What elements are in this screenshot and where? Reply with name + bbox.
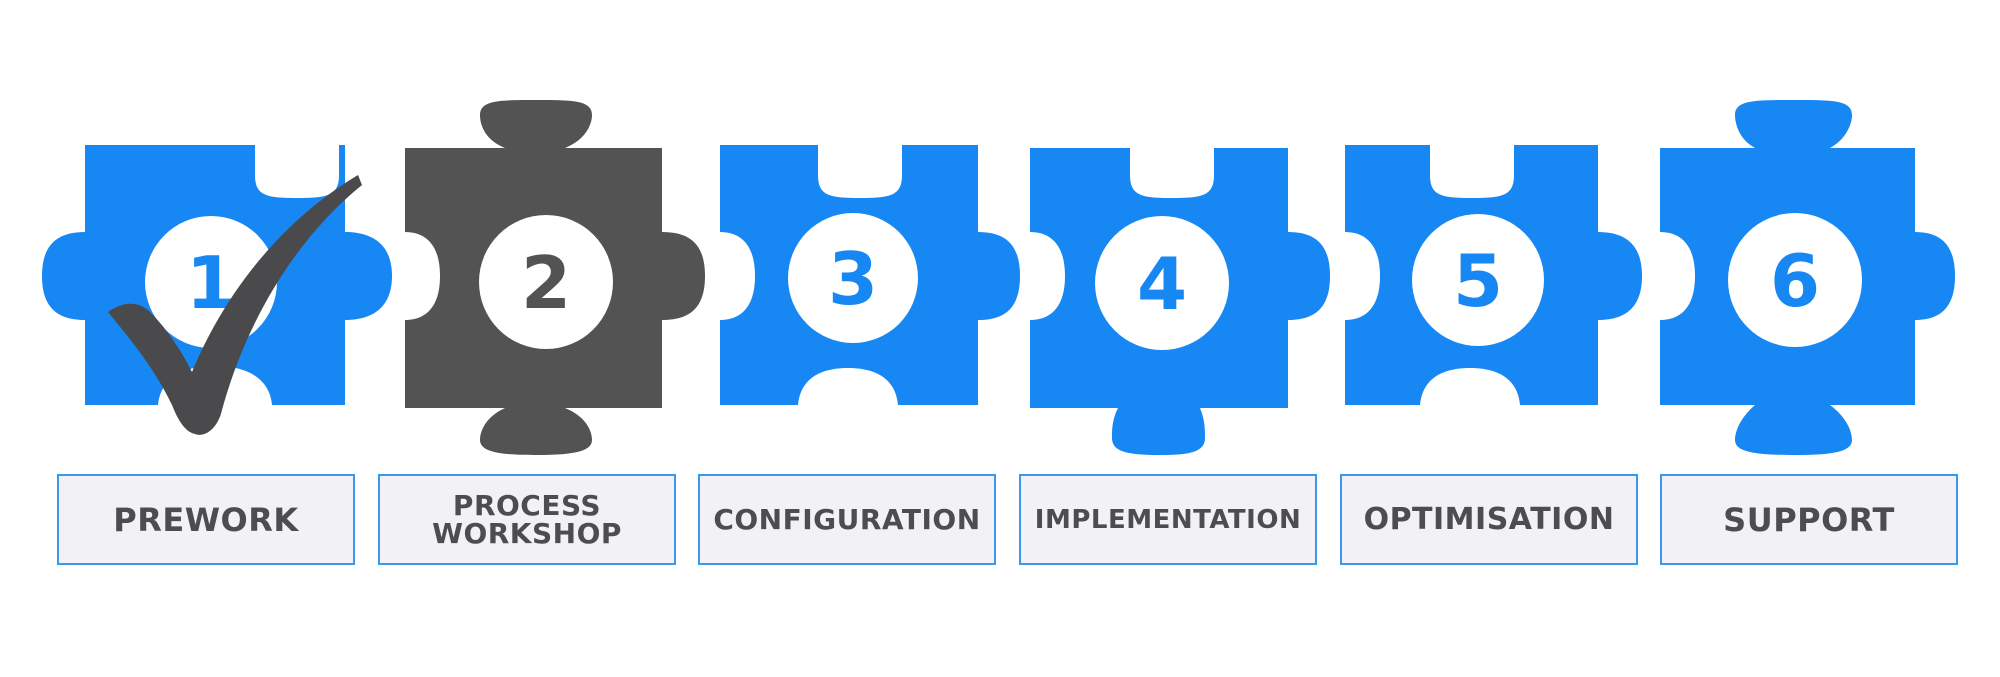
step-3-label: CONFIGURATION xyxy=(698,474,996,565)
step-1-piece: 1 xyxy=(42,145,392,435)
step-6-circle xyxy=(1728,213,1862,347)
step-5-piece: 5 xyxy=(1345,145,1642,405)
step-5-number: 5 xyxy=(1453,239,1503,323)
step-3-piece: 3 xyxy=(720,145,1020,405)
checkmark-icon xyxy=(108,175,362,435)
step-6-label: SUPPORT xyxy=(1660,474,1958,565)
step-2-circle xyxy=(479,215,613,349)
step-5-label: OPTIMISATION xyxy=(1340,474,1638,565)
step-2-number: 2 xyxy=(521,241,571,325)
step-2-label: PROCESS WORKSHOP xyxy=(378,474,676,565)
step-1-label: PREWORK xyxy=(57,474,355,565)
step-4-piece: 4 xyxy=(1030,148,1330,455)
step-3-number: 3 xyxy=(828,237,878,321)
step-6-number: 6 xyxy=(1770,239,1820,323)
step-4-label: IMPLEMENTATION xyxy=(1019,474,1317,565)
step-5-circle xyxy=(1412,214,1544,346)
step-6-piece: 6 xyxy=(1660,100,1955,455)
step-4-number: 4 xyxy=(1137,242,1187,326)
step-2-piece: 2 xyxy=(405,100,705,455)
step-4-circle xyxy=(1095,216,1229,350)
step-3-circle xyxy=(788,213,918,343)
